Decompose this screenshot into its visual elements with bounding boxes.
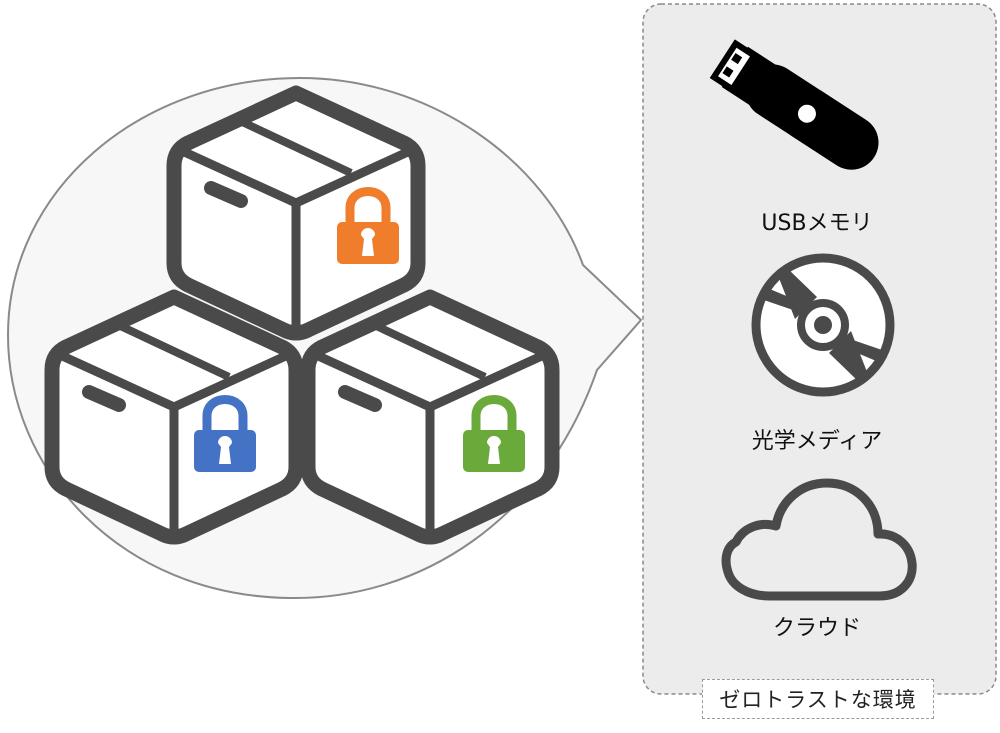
zero-trust-environment-caption: ゼロトラストな環境 [702,679,934,719]
package-icon [174,93,418,333]
padlock-icon [194,395,256,472]
usb-drive-icon [709,39,879,170]
cloud-icon [721,478,917,601]
optical-media-label: 光学メディア [751,429,883,454]
optical-disc-icon [751,253,895,397]
usb-memory-label: USBメモリ [761,211,873,236]
padlock-icon [337,187,399,264]
data-box-left [52,297,296,537]
cloud-label: クラウド [772,616,861,641]
padlock-icon [463,395,525,472]
data-box-top [174,93,418,333]
package-icon [52,297,296,537]
